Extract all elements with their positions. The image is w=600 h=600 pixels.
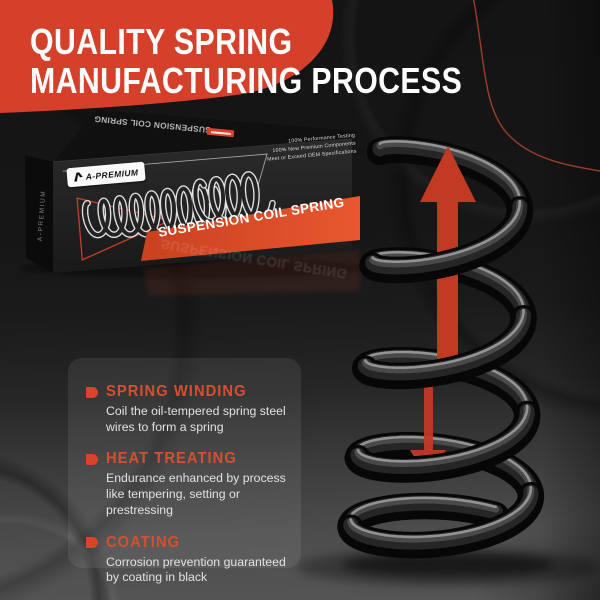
d-shape-bullet-icon — [86, 453, 98, 465]
feature-coating: COATING Corrosion prevention guaranteed … — [86, 534, 289, 586]
box-left-face — [25, 155, 53, 273]
feature-title: COATING — [106, 533, 181, 551]
header-accent-blob — [0, 0, 334, 113]
feature-title: SPRING WINDING — [106, 383, 247, 400]
a-premium-logo-icon — [73, 172, 83, 182]
d-shape-bullet-icon — [86, 386, 98, 398]
feature-title: HEAT TREATING — [106, 450, 237, 468]
box-top-face — [53, 110, 358, 162]
coil-spring-3d — [337, 136, 545, 559]
title-line-2: MANUFACTURING PROCESS — [30, 60, 463, 101]
box-banner — [141, 196, 360, 261]
d-shape-bullet-icon — [86, 537, 98, 549]
page-title: QUALITY SPRING MANUFACTURING PROCESS — [30, 22, 462, 100]
feature-description: Endurance enhanced by process like tempe… — [106, 471, 286, 517]
spring-shadow — [342, 553, 554, 577]
banner-reflection — [143, 249, 360, 296]
stroke-arrows — [410, 146, 476, 480]
brand-strip-icon — [210, 130, 231, 135]
features-panel: SPRING WINDING Coil the oil-tempered spr… — [68, 358, 301, 584]
brand-name: A-PREMIUM — [85, 166, 139, 182]
down-arrow-icon — [410, 366, 446, 480]
feature-heat-treating: HEAT TREATING Endurance enhanced by proc… — [86, 450, 289, 518]
feature-description: Coil the oil-tempered spring steel wires… — [106, 404, 286, 434]
spring-front-coils — [337, 196, 545, 559]
feature-description: Corrosion prevention guaranteed by coati… — [106, 554, 286, 585]
accent-arc — [472, 0, 600, 172]
feature-spring-winding: SPRING WINDING Coil the oil-tempered spr… — [86, 383, 289, 435]
title-line-1: QUALITY SPRING — [30, 21, 293, 62]
spring-stroke — [347, 199, 535, 543]
spring-stroke — [83, 181, 226, 237]
spring-stroke — [349, 199, 533, 539]
